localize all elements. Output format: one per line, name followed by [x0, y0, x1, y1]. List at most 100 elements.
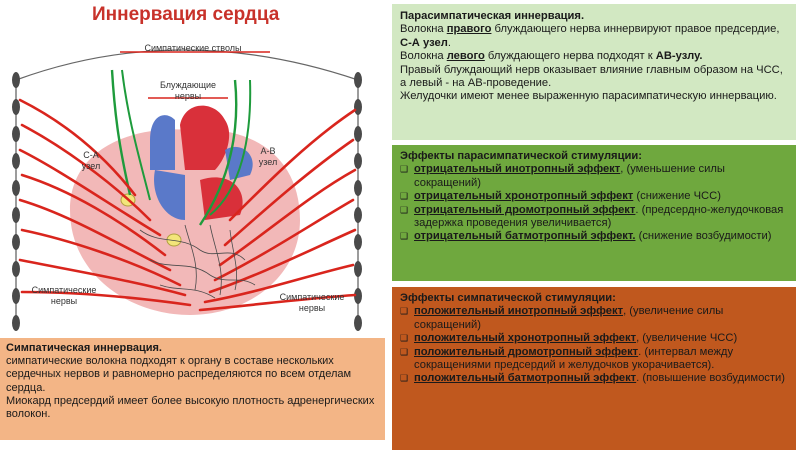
symp-effect-term: положительный дромотропный эффект	[414, 345, 639, 358]
symp-effect-desc: . (интервал между сокращениями предсерди…	[414, 345, 734, 372]
ganglion	[12, 261, 20, 277]
para-effect-desc: (снижение ЧСС)	[633, 190, 721, 203]
parasympathetic-paragraph-3: Правый блуждающий нерв оказывает влияние…	[400, 63, 783, 90]
p1-pre: Волокна	[400, 23, 447, 36]
sympathetic-nerves-left-line2: нервы	[50, 296, 78, 306]
checkbox-bullet-icon: ❑	[400, 231, 409, 242]
fiber-plexus	[139, 224, 256, 299]
ganglion	[12, 288, 20, 304]
p2-pre: Волокна	[400, 50, 447, 63]
p1-post: .	[447, 36, 451, 49]
sympathetic-nerves-left-label: Симпатические нервы	[24, 285, 104, 307]
ganglion	[12, 126, 20, 142]
left-vagus-branch	[209, 79, 252, 216]
sympathetic-paragraph-1: симпатические волокна подходят к органу …	[6, 355, 352, 394]
para-effect-item: ❑отрицательный хронотропный эффект (сниж…	[400, 190, 788, 203]
vagus-nerves-label: Блуждающие нервы	[150, 80, 226, 102]
checkbox-bullet-icon: ❑	[400, 346, 409, 357]
checkbox-bullet-icon: ❑	[400, 333, 409, 344]
ganglion	[354, 234, 362, 250]
slide-title: Иннервация сердца	[92, 4, 280, 25]
p1-right-word: правого	[446, 23, 492, 36]
symp-effect-desc: . (повышение возбудимости)	[636, 372, 786, 385]
sa-node-label-line1: С-А	[83, 150, 99, 160]
checkbox-bullet-icon: ❑	[400, 373, 409, 384]
sympathetic-nerves-right-line2: нервы	[298, 303, 326, 313]
sympathetic-effects-box: Эффекты симпатической стимуляции: ❑полож…	[392, 287, 796, 450]
para-effect-term: отрицательный батмотропный эффект.	[414, 230, 636, 243]
p1-mid: блуждающего нерва иннервируют правое пре…	[491, 23, 780, 36]
vagus-nerves-label-line2: нервы	[174, 91, 202, 101]
left-ganglia	[12, 72, 20, 331]
av-node-label-line2: узел	[258, 157, 278, 167]
p2-mid: блуждающего нерва подходят к	[484, 50, 656, 63]
sympathetic-nerves-right-label: Симпатические нервы	[272, 292, 352, 314]
para-effect-desc: (снижение возбудимости)	[635, 230, 772, 243]
symp-effect-item: ❑ положительный хронотропный эффект, (уве…	[400, 332, 788, 345]
ganglion	[354, 180, 362, 196]
para-effect-desc: , (уменьшение силы сокращений)	[414, 163, 725, 189]
para-effect-term: отрицательный инотропный эффект	[414, 163, 621, 176]
av-node-label-line1: А-В	[260, 146, 276, 156]
ganglion	[354, 288, 362, 304]
left-vagus-nerve	[199, 79, 238, 226]
symp-effect-item: ❑ положительный инотропный эффект, (увели…	[400, 305, 788, 332]
symp-effect-desc: , (увеличение силы сокращений)	[414, 305, 724, 331]
parasympathetic-paragraph-4: Желудочки имеют менее выраженную парасим…	[400, 90, 777, 103]
sympathetic-nerves-left-line1: Симпатические	[31, 285, 97, 295]
para-effect-item: ❑ отрицательный инотропный эффект, (умень…	[400, 163, 788, 190]
ganglion	[12, 315, 20, 331]
diagram-drawing	[12, 49, 362, 331]
ganglion	[354, 261, 362, 277]
parasympathetic-innervation-box: Парасимпатическая иннервация. Волокна пр…	[392, 4, 796, 140]
left-sympathetic-nerves	[18, 98, 192, 307]
parasympathetic-paragraph-2: Волокна левого блуждающего нерва подходя…	[400, 50, 788, 63]
ganglion	[12, 234, 20, 250]
sympathetic-innervation-box: Симпатическая иннервация. симпатические …	[0, 338, 385, 440]
checkbox-bullet-icon: ❑	[400, 164, 409, 175]
ganglion	[12, 180, 20, 196]
aorta	[180, 105, 230, 170]
symp-effect-term: положительный хронотропный эффект	[414, 332, 637, 345]
ganglion	[12, 207, 20, 223]
para-effects-title: Эффекты парасимпатической стимуляции:	[400, 150, 642, 162]
symp-effect-item: ❑ положительный батмотропный эффект. (пов…	[400, 372, 788, 385]
ganglion	[354, 72, 362, 88]
symp-effect-term: положительный батмотропный эффект	[414, 372, 637, 385]
parasympathetic-effects-box: Эффекты парасимпатической стимуляции: ❑о…	[392, 145, 796, 281]
para-effect-term: отрицательный хронотропный эффект	[414, 190, 634, 203]
right-ganglia	[354, 72, 362, 331]
sympathetic-paragraph-2: Миокард предсердий имеет более высокую п…	[6, 394, 375, 421]
p2-left-word: левого	[446, 50, 485, 63]
ganglion	[354, 207, 362, 223]
sa-node-label: С-А узел	[76, 150, 106, 172]
ganglion	[354, 99, 362, 115]
trunk-arc	[15, 49, 359, 81]
para-effect-item: ❑отрицательный дромотропный эффект. (пре…	[400, 204, 788, 231]
symp-effect-term: положительный инотропный эффект	[414, 305, 624, 318]
superior-vena-cava	[150, 115, 175, 170]
symp-effect-desc: , (увеличение ЧСС)	[636, 332, 738, 345]
para-effect-item: ❑ отрицательный батмотропный эффект. (сни…	[400, 230, 788, 243]
right-vagus-nerve	[110, 69, 132, 196]
p2-av-node: АВ-узлу.	[655, 50, 703, 63]
ganglion	[12, 99, 20, 115]
pulmonary-trunk	[225, 146, 253, 180]
checkbox-bullet-icon: ❑	[400, 204, 409, 215]
checkbox-bullet-icon: ❑	[400, 306, 409, 317]
ganglion	[12, 153, 20, 169]
para-effect-desc: . (предсердно-желудочковая задержка пров…	[414, 203, 784, 230]
ganglion	[354, 153, 362, 169]
parasympathetic-paragraph-1: Волокна правого блуждающего нерва иннерв…	[400, 23, 788, 50]
sa-node-label-line2: узел	[81, 161, 101, 171]
right-atrium	[154, 170, 185, 220]
symp-effect-item: ❑ положительный дромотропный эффект. (инт…	[400, 346, 788, 373]
ganglion	[354, 126, 362, 142]
ganglion	[12, 72, 20, 88]
heart-innervation-diagram: Симпатические стволы Блуждающие нервы С-…	[0, 30, 385, 340]
sympathetic-title: Симпатическая иннервация.	[6, 342, 162, 354]
p1-sa-node: С-А узел	[400, 36, 448, 49]
right-vagus-branch	[121, 69, 151, 201]
right-sympathetic-nerves	[198, 108, 357, 312]
sympathetic-trunks-label: Симпатические стволы	[144, 43, 242, 53]
